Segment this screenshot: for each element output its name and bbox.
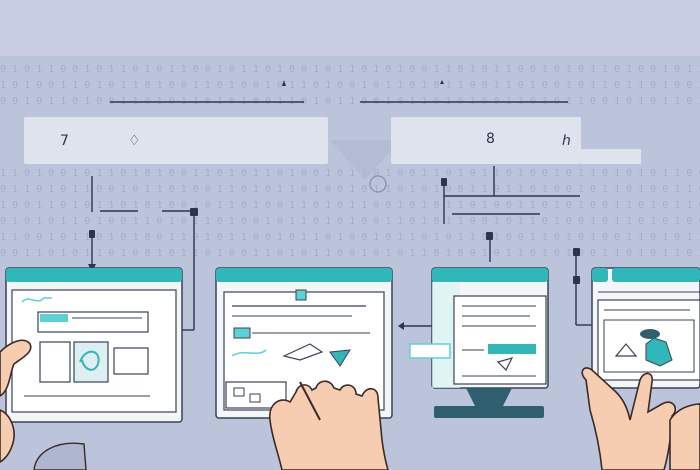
window-1: [5, 267, 183, 423]
tablet-corner: [33, 442, 87, 470]
top-card-right-label-1: 8: [486, 131, 495, 147]
hands: [0, 339, 700, 470]
connector-dots: [88, 178, 580, 330]
top-card-right: [391, 117, 581, 164]
center-node-icon: [369, 175, 387, 193]
code-texture: 0 1 0 1 1 0 0 1 0 1 1 0 1 0 1 1 0 0 1 0 …: [0, 64, 700, 259]
sky-band: [0, 0, 700, 56]
top-card-left-label-1: 7: [60, 133, 69, 149]
window-2: [215, 267, 393, 419]
arrow-cursor-icon: [282, 80, 286, 86]
window-4: [591, 267, 700, 389]
svg-text:1 0 1 0 0 1 1 0 1 0 1 1 0 1 0: 1 0 1 0 0 1 1 0 1 0 1 1 0 1 0 0 1 1 0 1 …: [0, 80, 700, 91]
arrow-cursor-icon: [440, 80, 444, 84]
svg-text:1 1 0 1 0 0 1 0 1 1 0 1 0 1 0: 1 1 0 1 0 0 1 0 1 1 0 1 0 1 0 0 1 1 0 1 …: [0, 168, 700, 179]
monitor-icon: [409, 267, 549, 418]
funnel-shape: [330, 140, 400, 180]
svg-text:0 1 0 1 0 1 1 0 1 0 0 1 1 0 1: 0 1 0 1 0 1 1 0 1 0 0 1 1 0 1 0 1 1 0 1 …: [0, 216, 700, 227]
top-card-left: [24, 117, 328, 164]
top-card-right-label-2: ℎ: [562, 133, 571, 149]
top-card-right-tab: [581, 149, 641, 164]
svg-text:0 1 1 0 1 0 1 1 0 0 1 0 1 1 0: 0 1 1 0 1 0 1 1 0 0 1 0 1 1 0 1 0 0 1 1 …: [0, 184, 700, 195]
svg-text:0 0 1 1 0 1 0 1 1 0 1 0 0 1 0: 0 0 1 1 0 1 0 1 1 0 1 0 0 1 0 1 1 0 1 0 …: [0, 248, 700, 259]
svg-text:1 0 0 1 1 0 1 0 1 1 0 1 0 1 0: 1 0 0 1 1 0 1 0 1 1 0 1 0 1 0 0 1 0 1 1 …: [0, 200, 700, 211]
connectors: [91, 166, 592, 331]
svg-text:0 1 0 1 1 0 0 1 0 1 1 0 1 0 1: 0 1 0 1 1 0 0 1 0 1 1 0 1 0 1 1 0 0 1 0 …: [0, 64, 700, 75]
svg-text:0 0 1 0 1 1 0 1 0 0 1 1 0 1 0: 0 0 1 0 1 1 0 1 0 0 1 1 0 1 0 1 1 0 1 0 …: [0, 96, 700, 107]
svg-text:1 1 0 0 1 0 1 1 0 1 0 1 0 0 1: 1 1 0 0 1 0 1 1 0 1 0 1 0 0 1 1 0 1 0 1 …: [0, 232, 700, 243]
top-card-left-label-2: ♢: [128, 133, 141, 149]
